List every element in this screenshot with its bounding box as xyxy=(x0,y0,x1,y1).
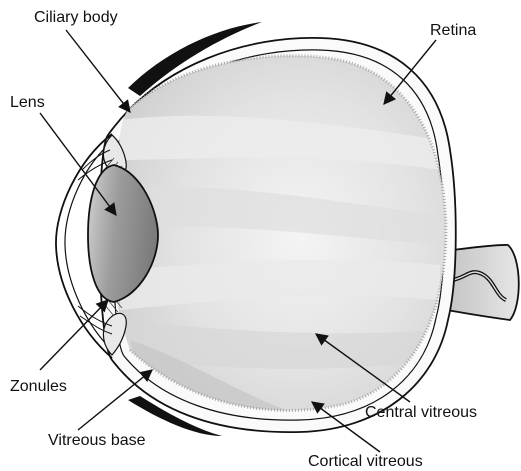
label-ciliary-body: Ciliary body xyxy=(34,9,118,26)
label-zonules: Zonules xyxy=(10,378,67,395)
label-vitreous-base: Vitreous base xyxy=(48,432,146,449)
label-central-vitreous: Central vitreous xyxy=(365,404,477,421)
label-lens: Lens xyxy=(10,94,45,111)
label-cortical-vitreous: Cortical vitreous xyxy=(308,453,423,470)
leader-ciliary-body xyxy=(66,30,130,112)
label-retina: Retina xyxy=(430,22,476,39)
